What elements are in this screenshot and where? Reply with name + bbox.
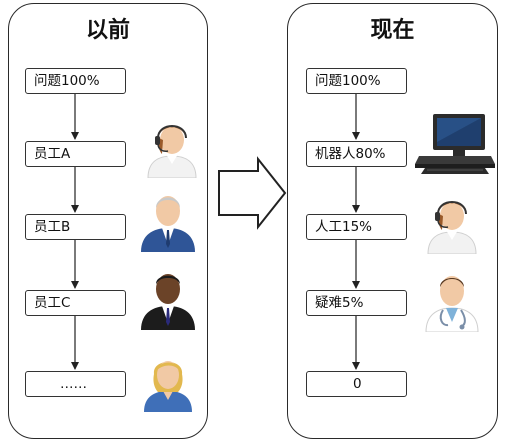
- left-node-ellipsis: ……: [25, 371, 126, 397]
- now-title: 现在: [370, 18, 415, 43]
- man-black-suit-icon: [141, 274, 195, 330]
- headset-woman-icon: [427, 201, 477, 254]
- right-node-human: 人工15%: [306, 214, 407, 240]
- doctor-icon: [425, 276, 479, 332]
- left-node-employee-a: 员工A: [25, 141, 126, 167]
- blonde-woman-icon: [144, 361, 192, 412]
- headset-woman-icon: [147, 125, 197, 178]
- left-node-question: 问题100%: [25, 68, 126, 94]
- right-node-difficult: 疑难5%: [306, 290, 407, 316]
- man-blue-suit-icon: [141, 196, 195, 252]
- right-node-robot: 机器人80%: [306, 141, 407, 167]
- left-node-employee-b: 员工B: [25, 214, 126, 240]
- right-node-question: 问题100%: [306, 68, 407, 94]
- transition-arrow-icon: [218, 156, 287, 230]
- computer-icon: [415, 114, 495, 174]
- right-node-zero: 0: [306, 371, 407, 397]
- left-node-employee-c: 员工C: [25, 290, 126, 316]
- before-title: 以前: [85, 18, 130, 43]
